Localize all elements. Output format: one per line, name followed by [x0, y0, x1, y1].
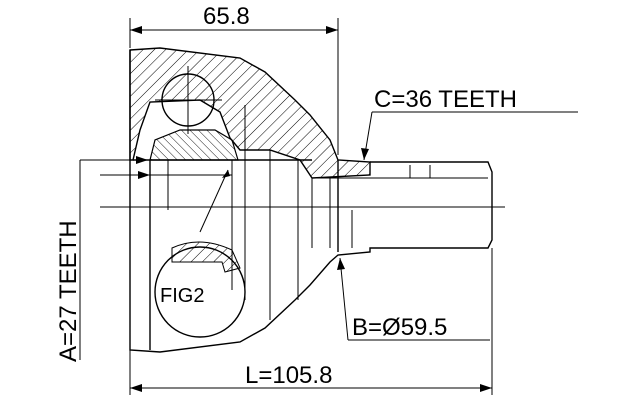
dim-top-arrow-left	[130, 26, 142, 34]
housing-section-upper	[129, 47, 371, 179]
fig2-hatch	[171, 241, 241, 273]
fig2-label: FIG2	[160, 285, 204, 307]
dim-a-arrow-bottom	[138, 171, 150, 179]
dim-top-arrow-right	[326, 26, 338, 34]
dim-bottom-value: L=105.8	[245, 362, 332, 389]
dim-top-value: 65.8	[203, 3, 250, 30]
fig2-leader-arrow	[222, 170, 230, 178]
dim-bottom-arrow-right	[480, 384, 492, 392]
dim-c-arrow	[361, 148, 369, 160]
fig2-leader	[199, 169, 229, 233]
dim-b-leader	[339, 257, 349, 341]
dim-bottom-arrow-left	[130, 384, 142, 392]
dim-a-value: A=27 TEETH	[55, 220, 82, 362]
housing-outline	[129, 50, 493, 353]
dim-b-arrow	[337, 258, 345, 270]
cage-section	[149, 129, 239, 161]
dim-a-arrow-top	[136, 156, 148, 164]
dim-b-value: B=Ø59.5	[352, 314, 447, 341]
dim-c-value: C=36 TEETH	[374, 86, 517, 113]
